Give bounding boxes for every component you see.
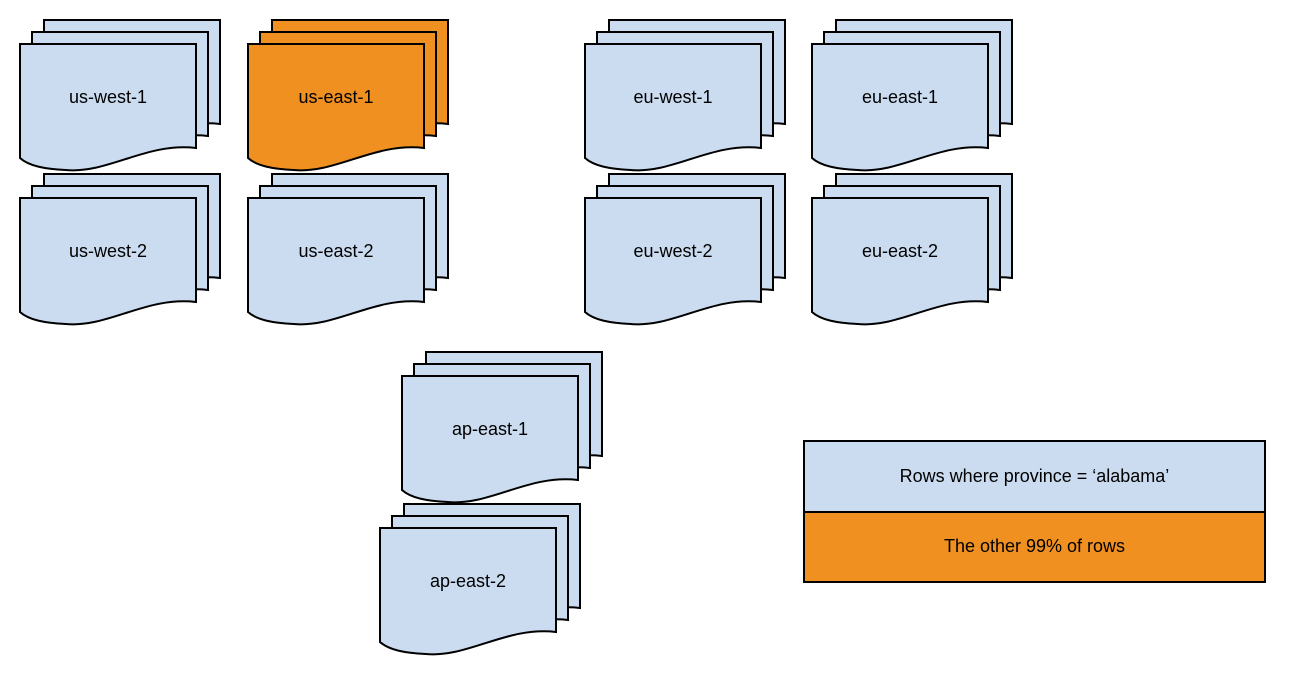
region-stack-us-east-2[interactable]: us-east-2 (247, 173, 454, 330)
document-shape (19, 197, 197, 326)
region-stack-label: us-west-2 (69, 241, 147, 261)
document-shape (584, 43, 762, 172)
region-stack-layer (811, 197, 989, 326)
document-shape (401, 375, 579, 504)
region-stack-layer (401, 375, 579, 504)
region-stack-label: us-east-1 (298, 87, 373, 107)
document-shape (811, 43, 989, 172)
region-stack-layer (19, 43, 197, 172)
region-stack-us-west-2[interactable]: us-west-2 (19, 173, 226, 330)
region-stack-layer (247, 197, 425, 326)
region-stack-label: ap-east-2 (430, 571, 506, 591)
region-stack-eu-west-1[interactable]: eu-west-1 (584, 19, 791, 176)
region-stack-layer (584, 197, 762, 326)
document-shape (379, 527, 557, 656)
region-stack-layer (19, 197, 197, 326)
region-stack-label: ap-east-1 (452, 419, 528, 439)
legend: Rows where province = ‘alabama’ The othe… (803, 440, 1266, 583)
document-shape (584, 197, 762, 326)
region-stack-label: eu-east-2 (862, 241, 938, 261)
document-shape (811, 197, 989, 326)
document-shape (19, 43, 197, 172)
region-stack-eu-west-2[interactable]: eu-west-2 (584, 173, 791, 330)
region-stack-label: eu-west-1 (633, 87, 712, 107)
region-stack-us-east-1[interactable]: us-east-1 (247, 19, 454, 176)
region-stack-eu-east-1[interactable]: eu-east-1 (811, 19, 1018, 176)
region-stack-ap-east-2[interactable]: ap-east-2 (379, 503, 586, 660)
region-stack-label: eu-west-2 (633, 241, 712, 261)
region-stack-label: us-west-1 (69, 87, 147, 107)
region-stack-label: us-east-2 (298, 241, 373, 261)
document-shape (247, 43, 425, 172)
region-stack-label: eu-east-1 (862, 87, 938, 107)
region-stack-us-west-1[interactable]: us-west-1 (19, 19, 226, 176)
region-stack-layer (247, 43, 425, 172)
region-stack-eu-east-2[interactable]: eu-east-2 (811, 173, 1018, 330)
region-stack-layer (584, 43, 762, 172)
legend-item-alabama-rows: Rows where province = ‘alabama’ (805, 442, 1264, 513)
region-stack-layer (379, 527, 557, 656)
region-stack-layer (811, 43, 989, 172)
document-shape (247, 197, 425, 326)
legend-item-other-rows: The other 99% of rows (805, 512, 1264, 581)
region-stack-ap-east-1[interactable]: ap-east-1 (401, 351, 608, 508)
